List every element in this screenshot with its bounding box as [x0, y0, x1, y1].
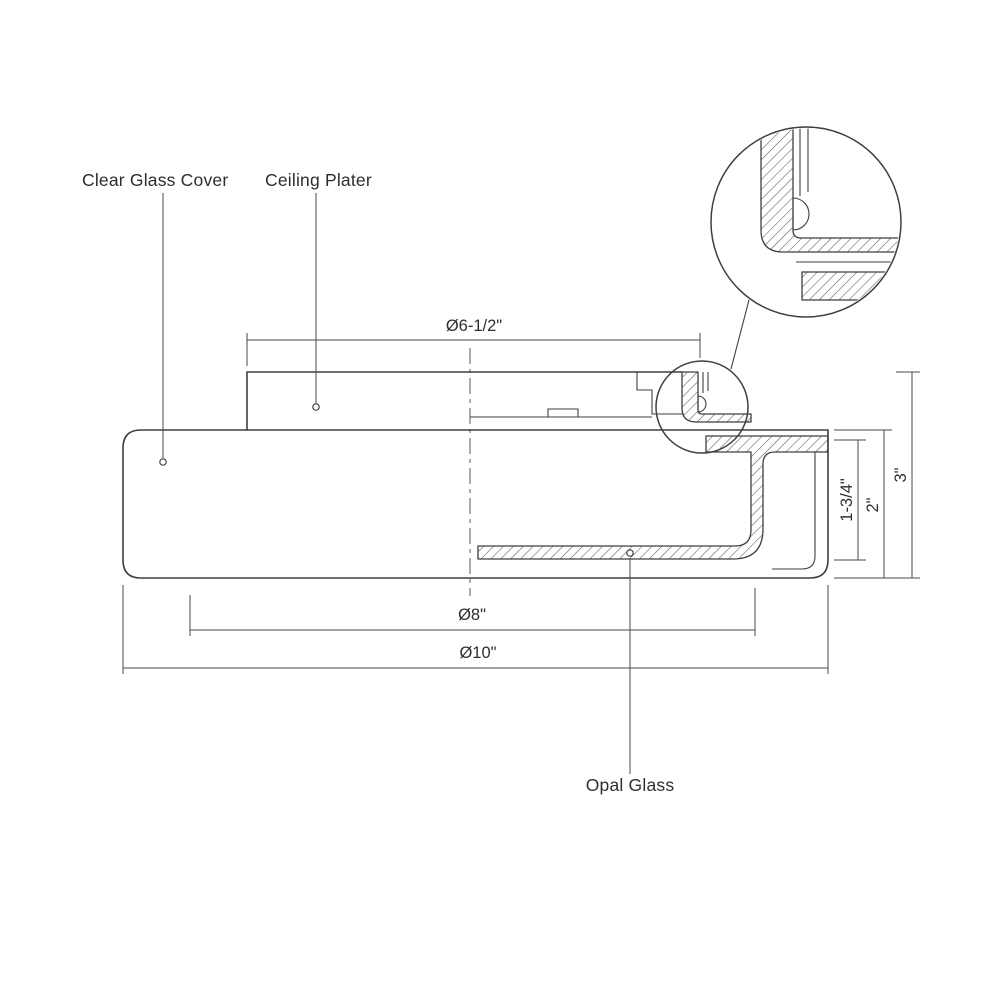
dim-overall-height: 3" [892, 371, 920, 578]
detail-magnified-circle [710, 126, 902, 318]
detail-callout-circle [655, 360, 749, 454]
part-labels: Clear Glass Cover Ceiling Plater Opal Gl… [82, 170, 674, 795]
label-clear-glass-cover: Clear Glass Cover [82, 170, 228, 466]
dim-cover-height: 2" [834, 429, 920, 579]
detail-magnified-content [760, 128, 900, 301]
ceiling-plate-label: Ceiling Plater [265, 170, 372, 190]
detail-glass-flange-bar [801, 271, 900, 301]
dim-cover-height-label: 2" [864, 497, 882, 512]
dim-glass-height: 1-3/4" [834, 439, 866, 561]
leader-dot [626, 549, 634, 557]
detail-view-small [655, 299, 750, 454]
detail-connector-line [730, 299, 750, 370]
clear-glass-cover-outline [122, 429, 829, 579]
cover-inner-wall-line [772, 452, 816, 570]
dim-plate-diameter-label: Ø6-1/2" [446, 317, 502, 335]
dim-glass-diameter-label: Ø8" [458, 606, 486, 624]
dimensions: Ø6-1/2" Ø8" Ø10" 1-3/4" [122, 317, 920, 674]
detail-view-large [710, 126, 902, 318]
leader-dot [312, 403, 320, 411]
dim-glass-diameter: Ø8" [189, 588, 756, 636]
socket-detail [547, 408, 579, 417]
ceiling-plate-step [636, 372, 684, 415]
glass-flange-riser [681, 371, 752, 423]
gasket-seal [697, 395, 707, 413]
dim-glass-height-label: 1-3/4" [838, 478, 856, 522]
clear-glass-cover-label: Clear Glass Cover [82, 170, 228, 190]
label-opal-glass: Opal Glass [586, 549, 675, 795]
opal-glass-section [477, 435, 829, 560]
detail-flange-riser [760, 128, 900, 253]
dim-plate-diameter: Ø6-1/2" [246, 317, 701, 366]
label-ceiling-plate: Ceiling Plater [265, 170, 372, 411]
detail-gasket-seal [792, 197, 810, 231]
dim-overall-diameter: Ø10" [122, 585, 829, 674]
fixture-section [122, 348, 829, 596]
dim-overall-height-label: 3" [892, 467, 910, 482]
ceiling-plate-outline [246, 371, 683, 431]
dim-overall-diameter-label: Ø10" [459, 644, 496, 662]
leader-dot [159, 458, 167, 466]
opal-glass-label: Opal Glass [586, 775, 675, 795]
